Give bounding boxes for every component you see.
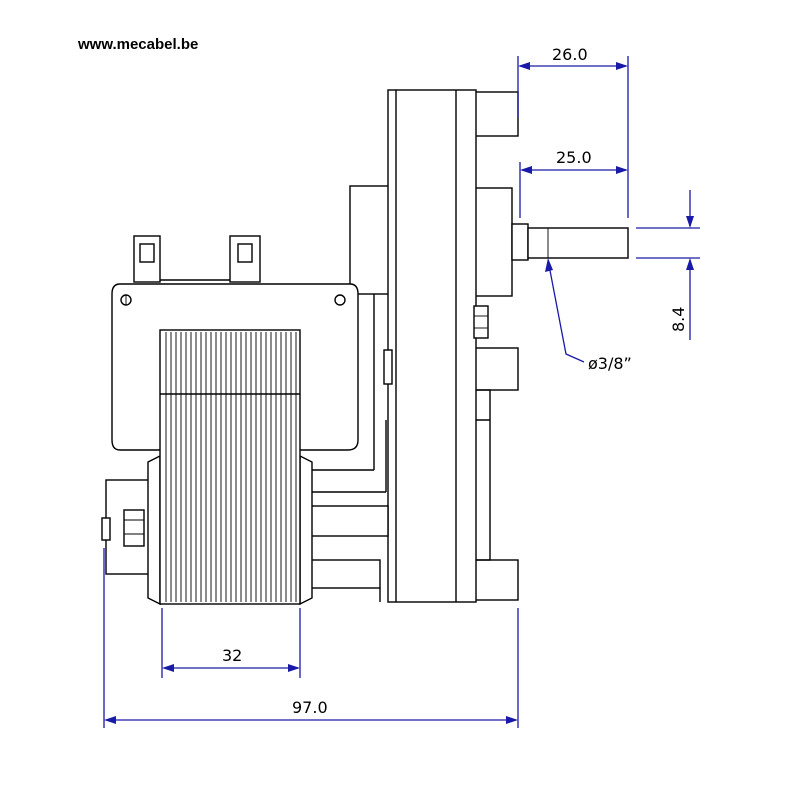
dim-label-32: 32 [222,646,242,665]
website-url: www.mecabel.be [78,36,199,53]
motor-coil [159,329,301,605]
dim-label-97: 97.0 [292,698,328,717]
output-shaft [511,223,629,261]
dim-label-8-4: 8.4 [669,307,688,332]
dim-label-25: 25.0 [556,148,592,167]
dim-label-26: 26.0 [552,45,588,64]
dimension-lines [103,56,700,728]
dim-label-diameter: ø3/8” [588,354,632,373]
motor-terminals [133,235,261,283]
gearbox [299,89,519,603]
motor-end-block [101,454,313,606]
